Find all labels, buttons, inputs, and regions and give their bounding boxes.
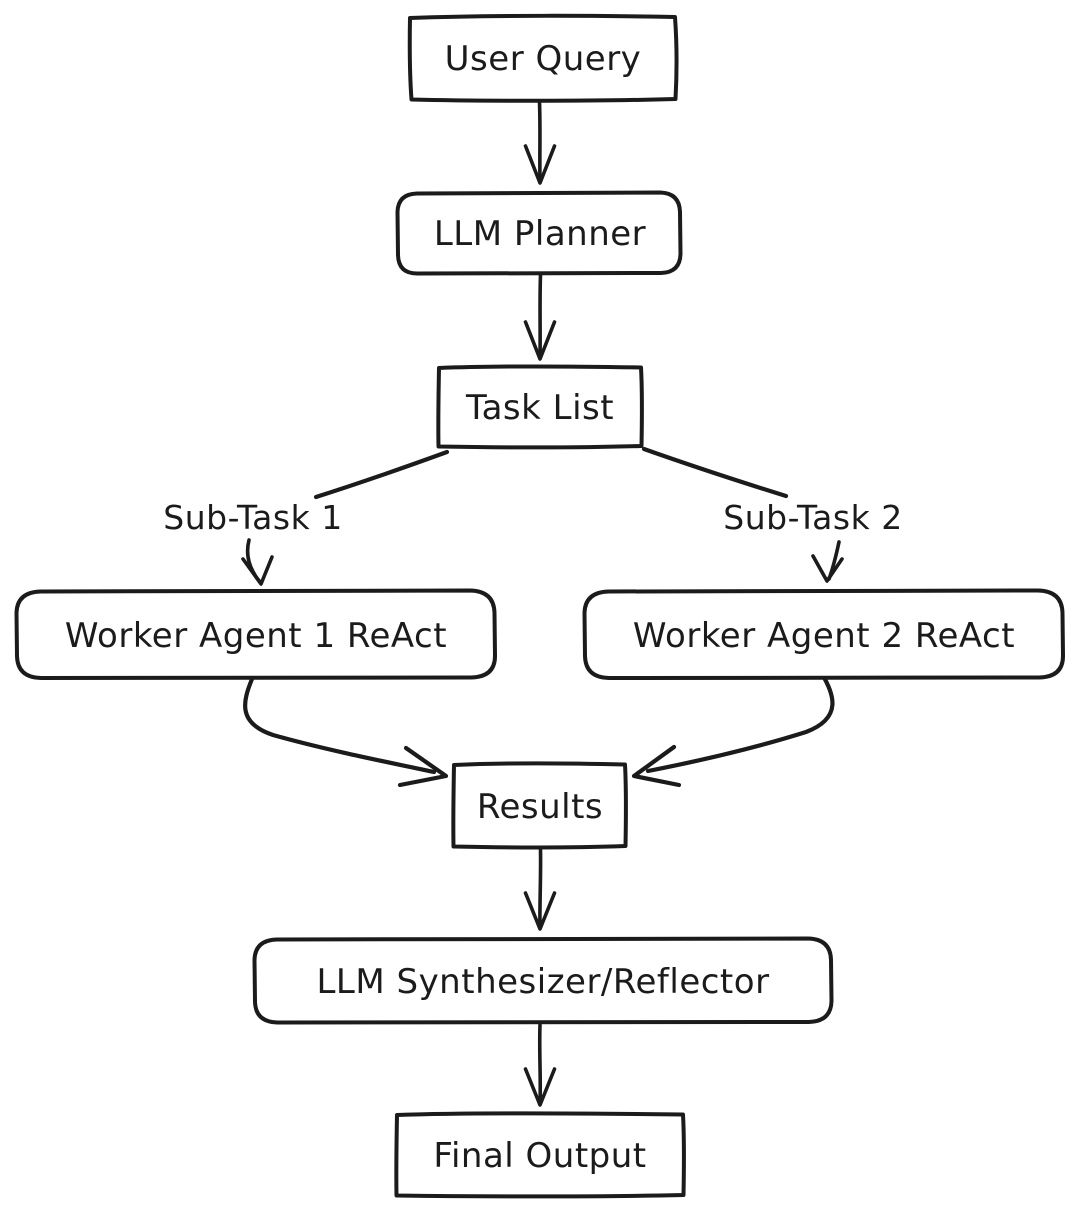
node-worker-agent-2[interactable]: Worker Agent 2 ReAct — [582, 588, 1065, 680]
node-results[interactable]: Results — [451, 761, 628, 850]
edge-llm-synthesizer-to-final-output[interactable] — [523, 1023, 557, 1107]
edge-label-sub-task-2: Sub-Task 2 — [723, 498, 902, 537]
edge-llm-planner-to-task-list[interactable] — [523, 273, 557, 361]
edge-label-sub-task-1: Sub-Task 1 — [163, 498, 342, 537]
edge-user-query-to-llm-planner[interactable] — [523, 100, 557, 185]
node-task-list[interactable]: Task List — [436, 364, 644, 450]
edge-worker-agent-1-to-results[interactable] — [243, 676, 449, 788]
edge-sub-task-1-to-worker-agent-1[interactable] — [241, 538, 274, 586]
edge-sub-task-2-to-worker-agent-2[interactable] — [811, 540, 844, 583]
node-final-output[interactable]: Final Output — [394, 1111, 686, 1199]
node-worker-agent-2-label: Worker Agent 2 ReAct — [633, 616, 1015, 656]
node-worker-agent-1-label: Worker Agent 1 ReAct — [65, 616, 447, 656]
node-llm-planner-label: LLM Planner — [434, 214, 646, 254]
node-user-query[interactable]: User Query — [407, 13, 679, 103]
node-llm-synthesizer[interactable]: LLM Synthesizer/Reflector — [252, 936, 834, 1025]
node-results-label: Results — [477, 787, 603, 827]
node-llm-synthesizer-label: LLM Synthesizer/Reflector — [316, 962, 769, 1002]
node-final-output-label: Final Output — [433, 1136, 646, 1176]
node-user-query-label: User Query — [445, 39, 642, 79]
edge-task-list-to-sub-task-1[interactable] — [313, 449, 450, 500]
edge-results-to-llm-synthesizer[interactable] — [523, 848, 557, 931]
edge-worker-agent-2-to-results[interactable] — [631, 671, 835, 788]
edge-task-list-to-sub-task-2[interactable] — [641, 446, 789, 499]
node-worker-agent-1[interactable]: Worker Agent 1 ReAct — [14, 588, 497, 680]
node-task-list-label: Task List — [465, 388, 614, 428]
node-llm-planner[interactable]: LLM Planner — [395, 190, 683, 276]
